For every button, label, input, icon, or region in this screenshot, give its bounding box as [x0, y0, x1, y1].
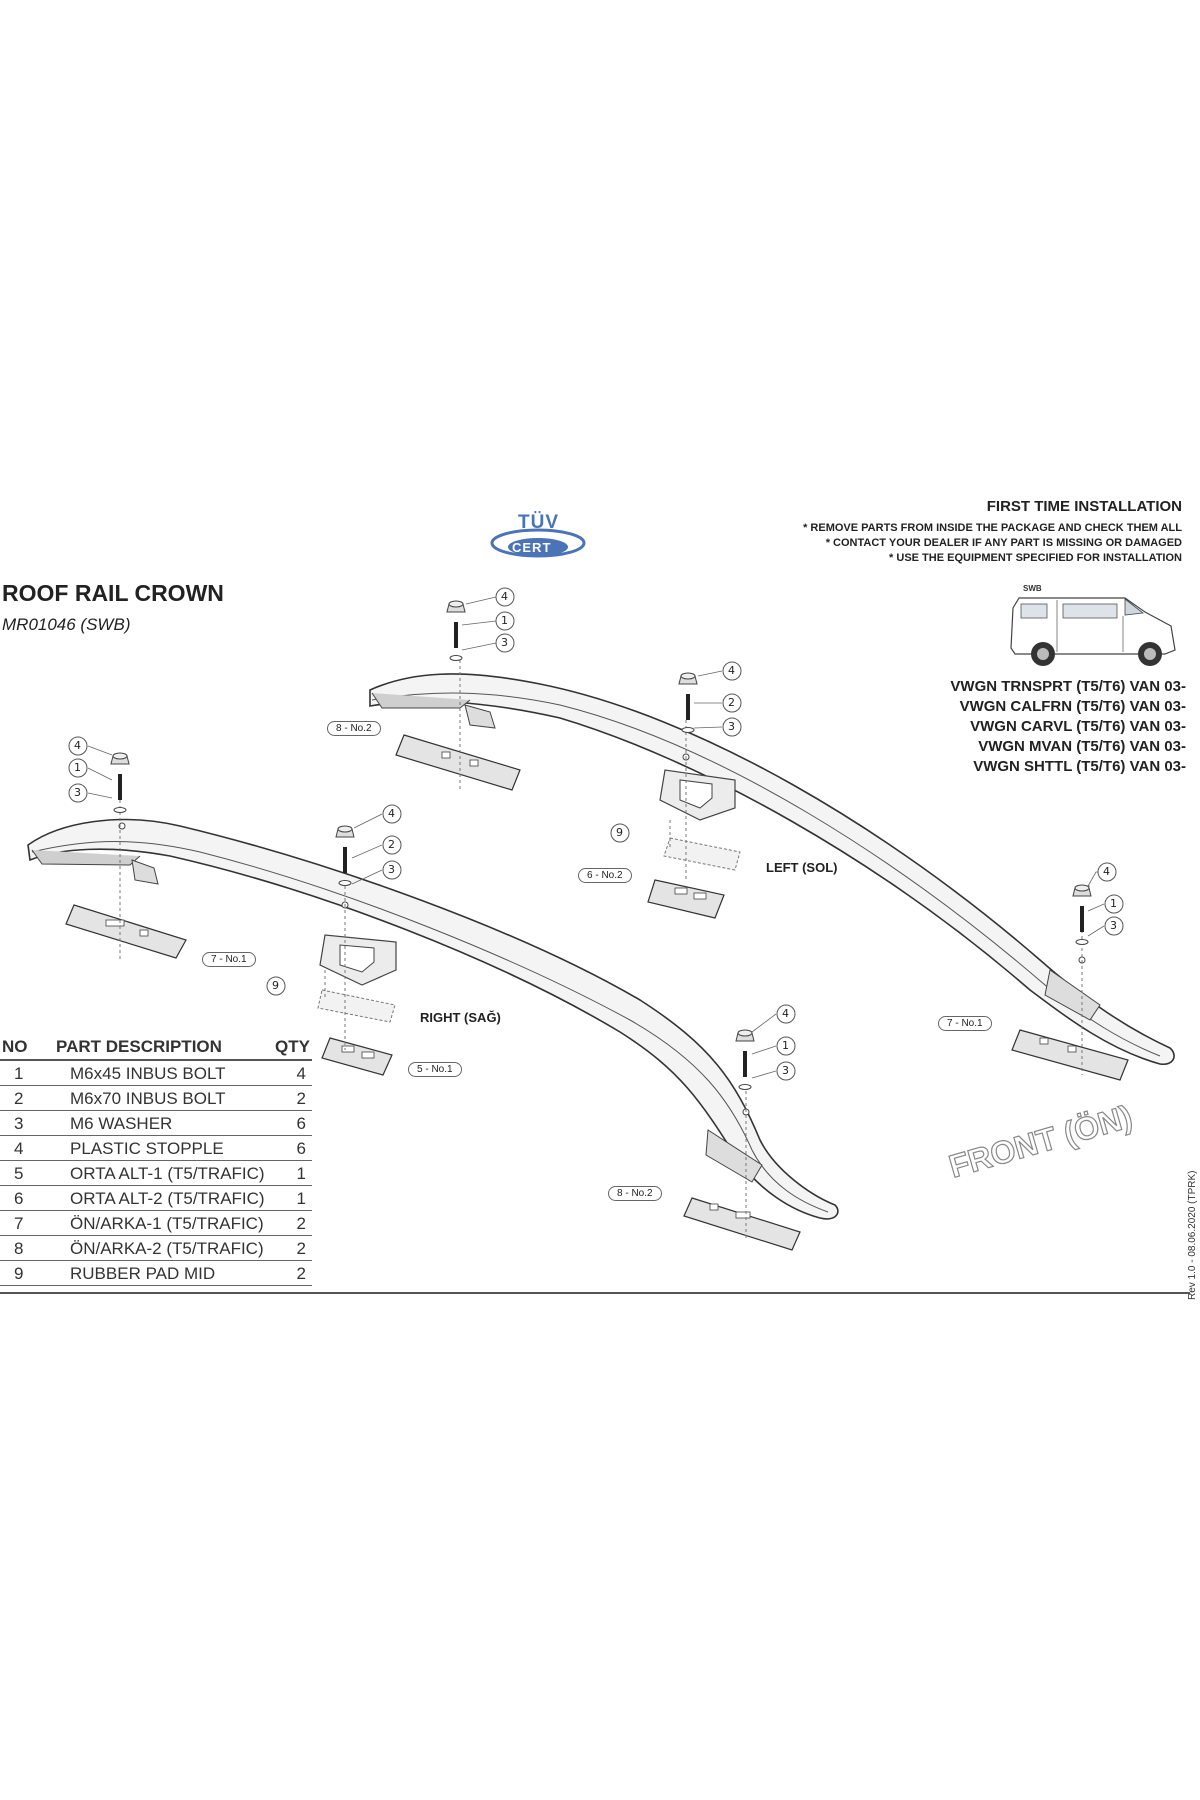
part-label-7-no1: 7 - No.1	[202, 952, 256, 967]
installation-notes: FIRST TIME INSTALLATION * REMOVE PARTS F…	[803, 498, 1182, 566]
header-qty: QTY	[275, 1037, 310, 1056]
installation-heading: FIRST TIME INSTALLATION	[986, 498, 1182, 515]
plate-6-no2	[647, 879, 725, 919]
left-rail	[369, 673, 1175, 1065]
table-header: NO PART DESCRIPTION QTY	[0, 1034, 312, 1061]
bolt-stack-right-front	[735, 1029, 755, 1090]
part-label-5-no1: 5 - No.1	[408, 1062, 462, 1077]
van-label: SWB	[1023, 584, 1042, 593]
model-item: VWGN TRNSPRT (T5/T6) VAN 03-	[950, 678, 1186, 695]
revision-label: Rev 1.0 - 08.06.2020 (TPRK)	[1187, 1170, 1198, 1300]
left-side-label: LEFT (SOL)	[766, 860, 838, 875]
part-label-8-no2: 8 - No.2	[608, 1186, 662, 1201]
header-desc: PART DESCRIPTION	[56, 1037, 222, 1056]
logo-text-top: TÜV	[518, 512, 559, 533]
plate-5-no1	[321, 1037, 393, 1076]
plate-7-no1-left	[1011, 1029, 1129, 1081]
installation-note: * USE THE EQUIPMENT SPECIFIED FOR INSTAL…	[889, 552, 1182, 564]
model-item: VWGN CALFRN (T5/T6) VAN 03-	[959, 698, 1186, 715]
installation-note: * CONTACT YOUR DEALER IF ANY PART IS MIS…	[825, 537, 1182, 549]
right-rail	[27, 818, 839, 1220]
product-code: MR01046 (SWB)	[2, 615, 131, 634]
assembly-lines	[119, 660, 1083, 1240]
rubber-pad-left	[663, 837, 741, 871]
van-illustration: SWB	[1005, 582, 1185, 672]
bolt-stack-left-rear	[446, 600, 466, 661]
plate-8-no2-left	[395, 734, 521, 791]
model-item: VWGN MVAN (T5/T6) VAN 03-	[978, 738, 1186, 755]
bolt-stack-right-rear	[110, 752, 130, 813]
leader-lines	[87, 596, 1105, 1079]
model-item: VWGN CARVL (T5/T6) VAN 03-	[970, 718, 1186, 735]
part-label-7-no1: 7 - No.1	[938, 1016, 992, 1031]
installation-note: * REMOVE PARTS FROM INSIDE THE PACKAGE A…	[803, 522, 1182, 534]
plate-7-no1-right	[65, 904, 187, 959]
bottom-divider	[0, 1292, 1190, 1294]
part-label-8-no2: 8 - No.2	[327, 721, 381, 736]
header-no: NO	[2, 1037, 28, 1056]
diagram-title: ROOF RAIL CROWN	[2, 580, 224, 606]
plate-8-no2-right	[683, 1197, 801, 1251]
compatible-models: VWGN TRNSPRT (T5/T6) VAN 03- VWGN CALFRN…	[950, 677, 1186, 777]
rubber-pad-right	[317, 989, 396, 1023]
part-label-6-no2: 6 - No.2	[578, 868, 632, 883]
tuv-cert-logo: TÜV CERT	[488, 512, 588, 562]
model-item: VWGN SHTTL (T5/T6) VAN 03-	[973, 758, 1186, 775]
logo-text-bottom: CERT	[512, 540, 552, 555]
right-side-label: RIGHT (SAĞ)	[420, 1010, 501, 1025]
